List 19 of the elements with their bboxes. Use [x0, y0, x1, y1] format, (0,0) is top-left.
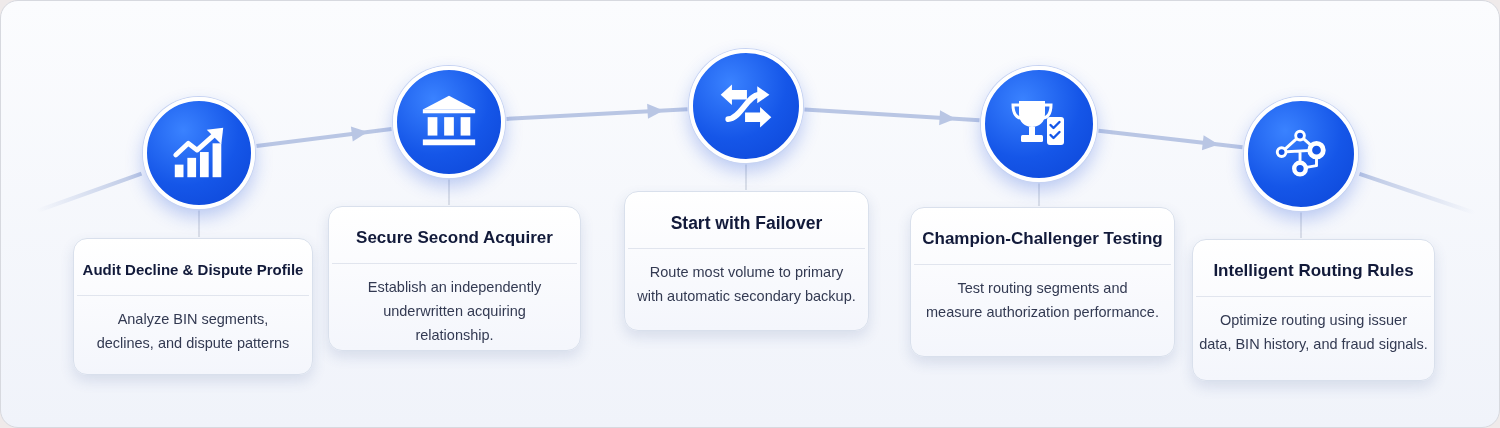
step-card — [910, 207, 1175, 357]
card-title: Audit Decline & Dispute Profile — [82, 260, 304, 280]
step-card — [624, 191, 869, 331]
card-title: Secure Second Acquirer — [356, 227, 553, 249]
card-description: Optimize routing using issuer data, BIN history, and fraud signals. — [1199, 311, 1428, 354]
arrow — [256, 126, 392, 148]
card-title: Champion-Challenger Testing — [922, 228, 1163, 250]
step-card — [73, 238, 313, 375]
step-card — [328, 206, 581, 351]
arrow — [804, 107, 980, 126]
arrow — [1098, 128, 1243, 151]
card-description: Route most volume to primary with automatic secondary backup. — [637, 263, 856, 306]
card-description: Test routing segments and measure authorization performance. — [926, 279, 1159, 322]
card-title: Start with Failover — [670, 212, 823, 234]
card-description: Analyze BIN segments, declines, and dispute patterns — [96, 310, 290, 353]
arrow — [506, 103, 688, 121]
card-description: Establish an independently underwritten acquiring relationship. — [367, 278, 542, 345]
card-title: Intelligent Routing Rules — [1213, 260, 1414, 282]
step-card — [1192, 239, 1435, 381]
